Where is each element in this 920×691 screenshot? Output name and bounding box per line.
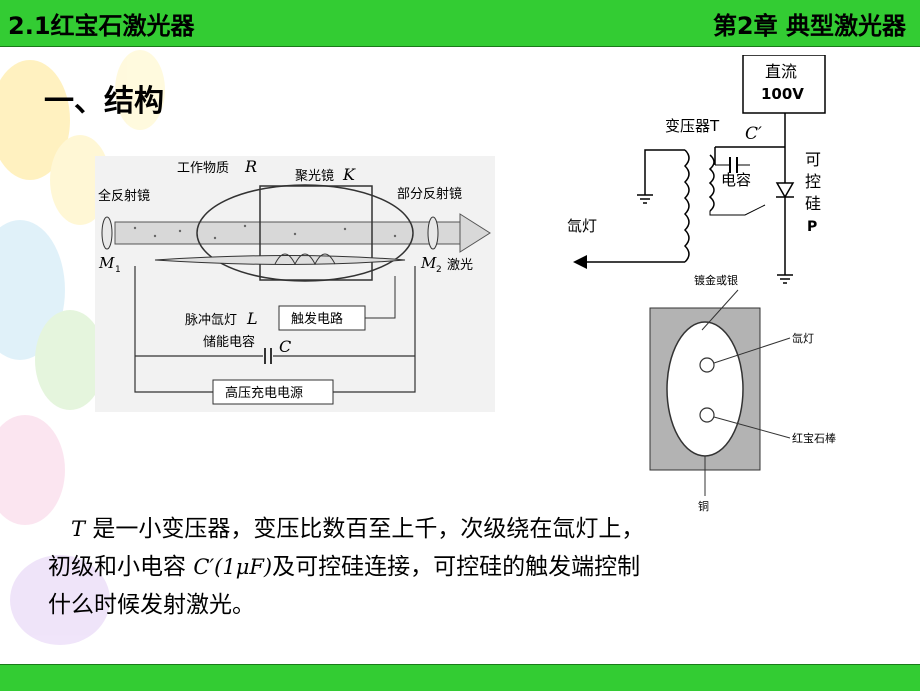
- label-l: L: [246, 309, 258, 328]
- transformer-label: 变压器T: [665, 117, 720, 135]
- footer-bar: [0, 664, 920, 691]
- label-storage-capacitor: 储能电容: [203, 334, 255, 350]
- c-prime-label: C′: [745, 124, 762, 144]
- dc-voltage: 100V: [761, 85, 804, 103]
- body-line-3: 什么时候发射激光。: [48, 592, 255, 618]
- dc-label: 直流: [765, 62, 797, 81]
- capacitor-label: 电容: [721, 171, 751, 189]
- capacitor-value: C′(1μF): [193, 555, 273, 579]
- scr-p-label: P: [807, 219, 817, 235]
- label-pulse-lamp: 脉冲氙灯: [185, 313, 237, 328]
- ruby-laser-structure-diagram: 工作物质 R 聚光镜 K 全反射镜 部分反射镜 M 1 M 2 激光 脉冲氙灯 …: [95, 156, 495, 412]
- label-m1-sub: 1: [115, 265, 121, 275]
- copper-label: 铜: [698, 499, 709, 513]
- label-full-mirror: 全反射镜: [98, 188, 150, 204]
- body-line-2: 初级和小电容 C′(1μF)及可控硅连接，可控硅的触发端控制: [48, 548, 848, 586]
- var-t: T: [71, 517, 86, 541]
- label-m1: M: [98, 254, 115, 272]
- scr-label-2: 控: [805, 172, 821, 191]
- body-line-2-pre: 初级和小电容: [48, 554, 194, 580]
- slide-section-title: 2.1红宝石激光器: [8, 12, 195, 40]
- body-line-1-text: 是一小变压器，变压比数百至上千，次级绕在氙灯上，: [85, 516, 645, 542]
- label-trigger-circuit: 触发电路: [291, 311, 343, 327]
- label-k: K: [342, 165, 356, 184]
- ruby-rod-label: 红宝石棒: [792, 431, 836, 445]
- xenon-lamp-label: 氙灯: [567, 217, 597, 235]
- label-r: R: [244, 157, 257, 176]
- body-paragraph: T 是一小变压器，变压比数百至上千，次级绕在氙灯上， 初级和小电容 C′(1μF…: [48, 510, 848, 624]
- label-condenser: 聚光镜: [295, 169, 334, 184]
- label-c: C: [279, 337, 291, 356]
- label-m2-sub: 2: [436, 265, 442, 275]
- scr-label-1: 可: [805, 150, 821, 169]
- label-working-material: 工作物质: [177, 161, 229, 176]
- label-hv-supply: 高压充电电源: [225, 385, 303, 401]
- section-heading: 一、结构: [44, 84, 164, 119]
- label-m2: M: [420, 254, 437, 272]
- xenon-lamp-cs-label: 氙灯: [792, 331, 814, 345]
- chapter-title: 第2章 典型激光器: [712, 12, 906, 40]
- gold-silver-label: 镀金或银: [694, 273, 738, 287]
- label-laser: 激光: [447, 258, 473, 273]
- trigger-circuit-diagram: 直流 100V 变压器T C′ 电容 可 控 硅 P 氙灯: [567, 55, 826, 284]
- header-bar: 2.1红宝石激光器 第2章 典型激光器: [0, 0, 920, 47]
- body-line-2-post: 及可控硅连接，可控硅的触发端控制: [272, 554, 641, 580]
- scr-label-3: 硅: [805, 194, 821, 213]
- label-partial-mirror: 部分反射镜: [397, 186, 462, 202]
- cross-section-diagram: 镀金或银 氙灯 红宝石棒 铜: [649, 273, 836, 513]
- body-line-1: T 是一小变压器，变压比数百至上千，次级绕在氙灯上，: [48, 510, 848, 548]
